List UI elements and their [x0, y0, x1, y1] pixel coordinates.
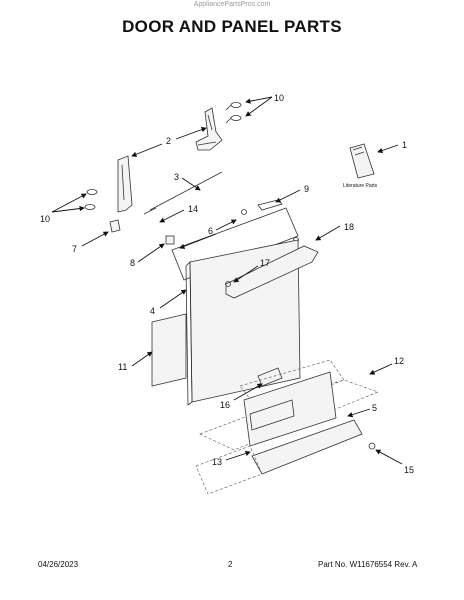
callout-13: 13	[212, 457, 222, 467]
insulation-panel	[151, 313, 187, 387]
hinge-bracket-upper	[195, 107, 223, 151]
screw-15	[368, 442, 376, 450]
door-top-frame	[171, 207, 299, 281]
callout-17: 17	[260, 258, 270, 268]
page-title: DOOR AND PANEL PARTS	[122, 17, 342, 36]
door-cable	[149, 171, 223, 211]
footer-date: 04/26/2023	[38, 560, 79, 569]
lower-access-panel	[251, 419, 363, 475]
hinge-bracket-lower	[117, 155, 133, 213]
literature-parts-label: Literature Parts	[343, 183, 378, 189]
callout-15: 15	[404, 465, 414, 475]
footer-page-number: 2	[228, 560, 233, 569]
callout-2: 2	[166, 136, 171, 146]
callout-10-upper: 10	[274, 93, 284, 103]
control-panel	[243, 371, 337, 447]
door-handle	[225, 245, 319, 299]
callout-9: 9	[304, 184, 309, 194]
callout-8: 8	[130, 258, 135, 268]
callout-12: 12	[394, 356, 404, 366]
door-rod-14	[143, 207, 157, 215]
clip-8	[165, 235, 175, 245]
callout-6: 6	[208, 226, 213, 236]
callout-16: 16	[220, 400, 230, 410]
literature-parts-icon	[349, 143, 375, 179]
callout-18: 18	[344, 222, 354, 232]
hinge-clip	[109, 219, 121, 233]
screws-lower	[84, 189, 98, 210]
callout-10-lower: 10	[40, 214, 50, 224]
callout-1: 1	[402, 140, 407, 150]
callout-3: 3	[174, 172, 179, 182]
door-top-trim	[257, 199, 283, 211]
screws-upper	[225, 102, 242, 124]
watermark: AppliancePartsPros.com	[193, 1, 271, 8]
callout-5: 5	[372, 403, 377, 413]
leader-lines	[51, 96, 403, 465]
callout-14: 14	[188, 204, 198, 214]
toe-kick-panel	[239, 359, 345, 405]
door-latch	[257, 367, 283, 387]
footer-part-number: Part No. W11676554 Rev. A	[318, 560, 418, 569]
callout-7: 7	[72, 244, 77, 254]
callout-11: 11	[118, 362, 127, 372]
callout-4: 4	[150, 306, 155, 316]
